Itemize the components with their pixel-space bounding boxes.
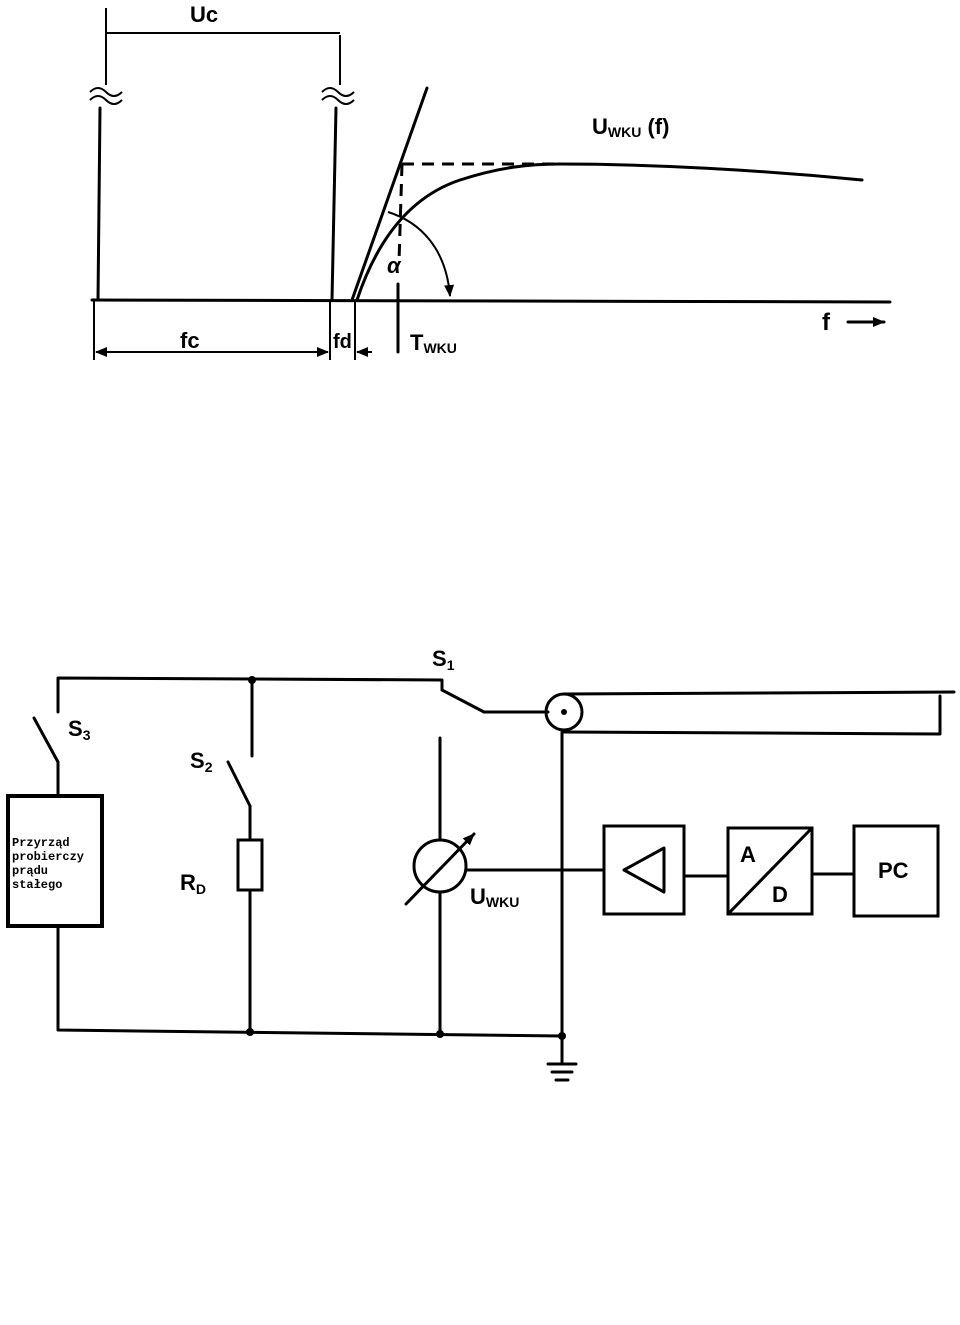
alpha-symbol: α — [387, 253, 402, 278]
s1-label: S1 — [432, 646, 455, 673]
dashed-vertical — [397, 163, 404, 263]
pc-label: PC — [878, 858, 909, 883]
fd-label: fd — [333, 331, 352, 353]
bottom-wire — [56, 924, 564, 1038]
tester-line-2: probierczy — [12, 850, 84, 864]
coax-cable-bottom — [562, 694, 942, 736]
uwku-label: UWKU — [470, 884, 519, 910]
switch-s1-blade — [440, 688, 486, 714]
voltmeter-circle — [412, 838, 468, 894]
frequency-response-diagram: Uc f α TWKU UWKU (f) — [89, 2, 892, 360]
uwku-curve — [355, 162, 864, 302]
uc-vertical-left — [96, 106, 102, 302]
node-ground — [558, 1032, 566, 1040]
break-symbol-left — [89, 87, 123, 105]
tester-line-1: Przyrząd — [12, 836, 70, 850]
adc-a-label: A — [740, 842, 756, 867]
s3-label: S3 — [68, 716, 91, 743]
ground-symbol — [546, 1062, 578, 1082]
twku-label: TWKU — [410, 330, 457, 356]
tester-line-3: prądu — [12, 864, 48, 878]
tangent-line — [350, 86, 429, 302]
alpha-angle-arc — [387, 211, 455, 297]
rd-label: RD — [180, 870, 206, 897]
break-symbol-right — [321, 87, 355, 105]
coax-center — [561, 709, 567, 715]
switch-s3-blade — [32, 716, 60, 764]
dc-tester-box — [6, 794, 104, 928]
fc-label: fc — [180, 328, 200, 353]
adc-d-label: D — [772, 882, 788, 907]
adc-diagonal — [728, 828, 812, 914]
coax-cable-top — [562, 690, 956, 696]
node-rd-bottom — [246, 1028, 254, 1036]
resistor-rd — [236, 838, 264, 892]
measurement-circuit: S1 S3 Przyrząd probierczy prądu stałego … — [6, 646, 956, 1082]
s2-label: S2 — [190, 748, 213, 775]
voltmeter-arrow — [404, 832, 476, 906]
f-axis-line — [90, 298, 892, 304]
f-axis-label: f — [822, 309, 831, 336]
uwku-f-label: UWKU (f) — [592, 114, 669, 140]
uc-label: Uc — [190, 2, 218, 27]
pc-box — [852, 824, 940, 918]
switch-s2-blade — [226, 760, 252, 808]
uc-vertical-right — [330, 106, 338, 302]
tester-line-4: stałego — [12, 878, 62, 892]
node-voltmeter-bottom — [436, 1030, 444, 1038]
amplifier-box — [602, 824, 686, 916]
amplifier-triangle-icon — [622, 846, 666, 894]
